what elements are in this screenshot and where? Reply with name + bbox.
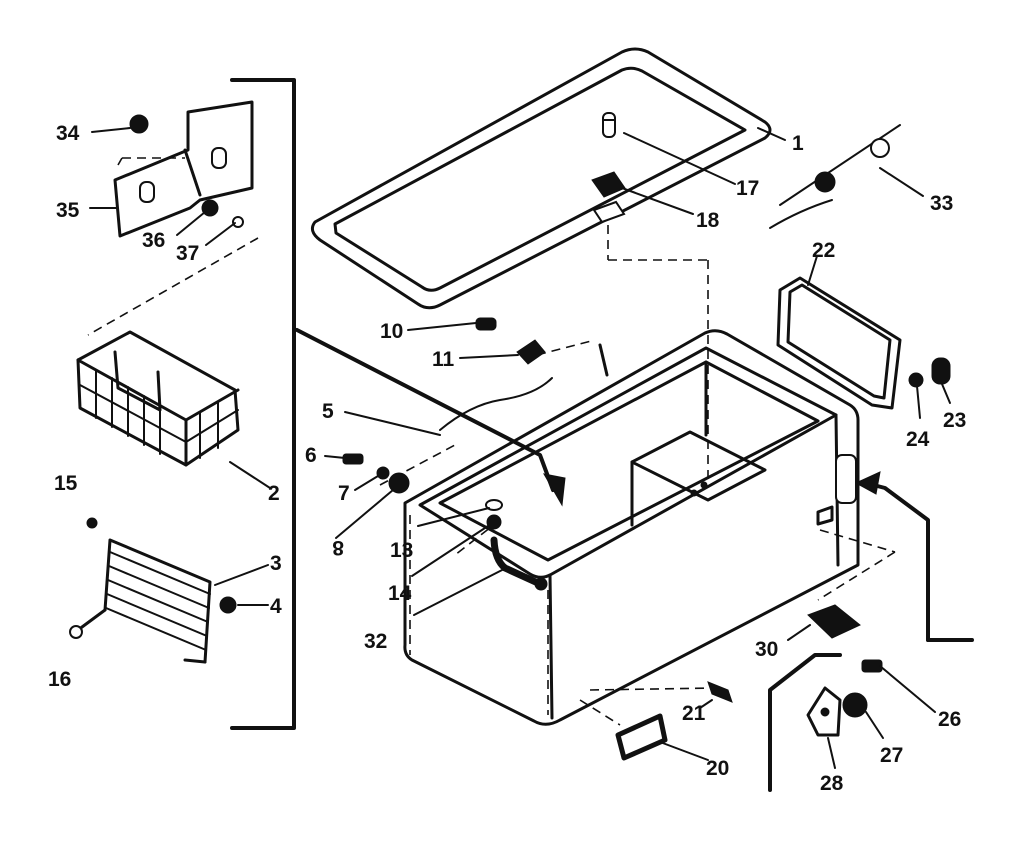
label-part-18: 18 xyxy=(696,209,720,232)
label-part-17: 17 xyxy=(736,177,759,200)
label-part-5: 5 xyxy=(322,400,334,423)
alignment-lines xyxy=(87,157,896,726)
label-part-37: 37 xyxy=(176,242,199,265)
label-part-22: 22 xyxy=(812,239,835,262)
gasket-14 xyxy=(486,514,502,530)
accessory-group-bracket xyxy=(230,78,296,730)
power-cord xyxy=(439,377,553,431)
lamp-socket xyxy=(769,124,901,229)
cord-pin xyxy=(598,343,609,377)
freezer-cabinet xyxy=(403,329,860,726)
label-part-24: 24 xyxy=(906,428,930,451)
screw-26 xyxy=(861,659,883,673)
label-part-15: 15 xyxy=(54,472,78,495)
label-part-34: 34 xyxy=(56,122,80,145)
label-part-27: 27 xyxy=(880,744,903,767)
assembly-arrow-right xyxy=(768,471,974,792)
label-part-23: 23 xyxy=(943,409,966,432)
plug-13 xyxy=(485,499,503,511)
screw-6 xyxy=(342,453,364,465)
lid-hinge-bracket xyxy=(591,171,626,224)
label-part-3: 3 xyxy=(270,552,282,575)
label-part-33: 33 xyxy=(930,192,953,215)
screw-10 xyxy=(475,317,497,331)
label-part-36: 36 xyxy=(142,229,165,252)
label-part-11: 11 xyxy=(432,348,455,371)
hinge-cutout xyxy=(835,454,857,504)
label-part-32: 32 xyxy=(364,630,387,653)
washer-24 xyxy=(908,372,924,388)
label-part-7: 7 xyxy=(338,482,350,505)
label-part-1: 1 xyxy=(792,132,804,155)
washer-7 xyxy=(376,466,390,480)
part-labels: 1 2 3 4 5 6 7 8 10 11 13 14 15 16 17 18 … xyxy=(48,122,966,795)
label-part-2: 2 xyxy=(268,482,280,505)
lid-hinge-screw xyxy=(602,112,616,138)
clip-16 xyxy=(69,625,83,639)
label-part-14: 14 xyxy=(388,582,412,605)
cover-plate xyxy=(776,276,902,410)
label-part-20: 20 xyxy=(706,757,729,780)
label-part-4: 4 xyxy=(270,595,282,618)
hinge-assembly xyxy=(113,100,254,238)
divider-grille xyxy=(76,538,212,664)
screw-23 xyxy=(931,357,951,385)
lock-21 xyxy=(707,681,733,703)
label-part-26: 26 xyxy=(938,708,961,731)
clamp-11 xyxy=(516,339,546,365)
drain-tube xyxy=(490,536,544,588)
clip-15 xyxy=(86,517,98,529)
label-part-30: 30 xyxy=(755,638,778,661)
knob-8 xyxy=(388,472,410,494)
label-part-28: 28 xyxy=(820,772,844,795)
label-part-13: 13 xyxy=(390,539,413,562)
knob-27 xyxy=(842,692,868,718)
handle-20 xyxy=(615,713,668,761)
leader-lines xyxy=(89,127,951,769)
side-slot xyxy=(816,505,834,526)
label-part-21: 21 xyxy=(682,702,706,725)
label-part-35: 35 xyxy=(56,199,80,222)
lid xyxy=(310,47,772,310)
label-part-8: 8 xyxy=(332,536,344,559)
label-part-6: 6 xyxy=(305,444,317,467)
label-part-16: 16 xyxy=(48,668,71,691)
assembly-arrow-left xyxy=(295,328,566,507)
label-part-10: 10 xyxy=(380,320,403,343)
grommet xyxy=(219,596,237,614)
wire-basket xyxy=(76,330,240,467)
switch-28 xyxy=(806,686,842,737)
bracket-30 xyxy=(807,604,861,639)
